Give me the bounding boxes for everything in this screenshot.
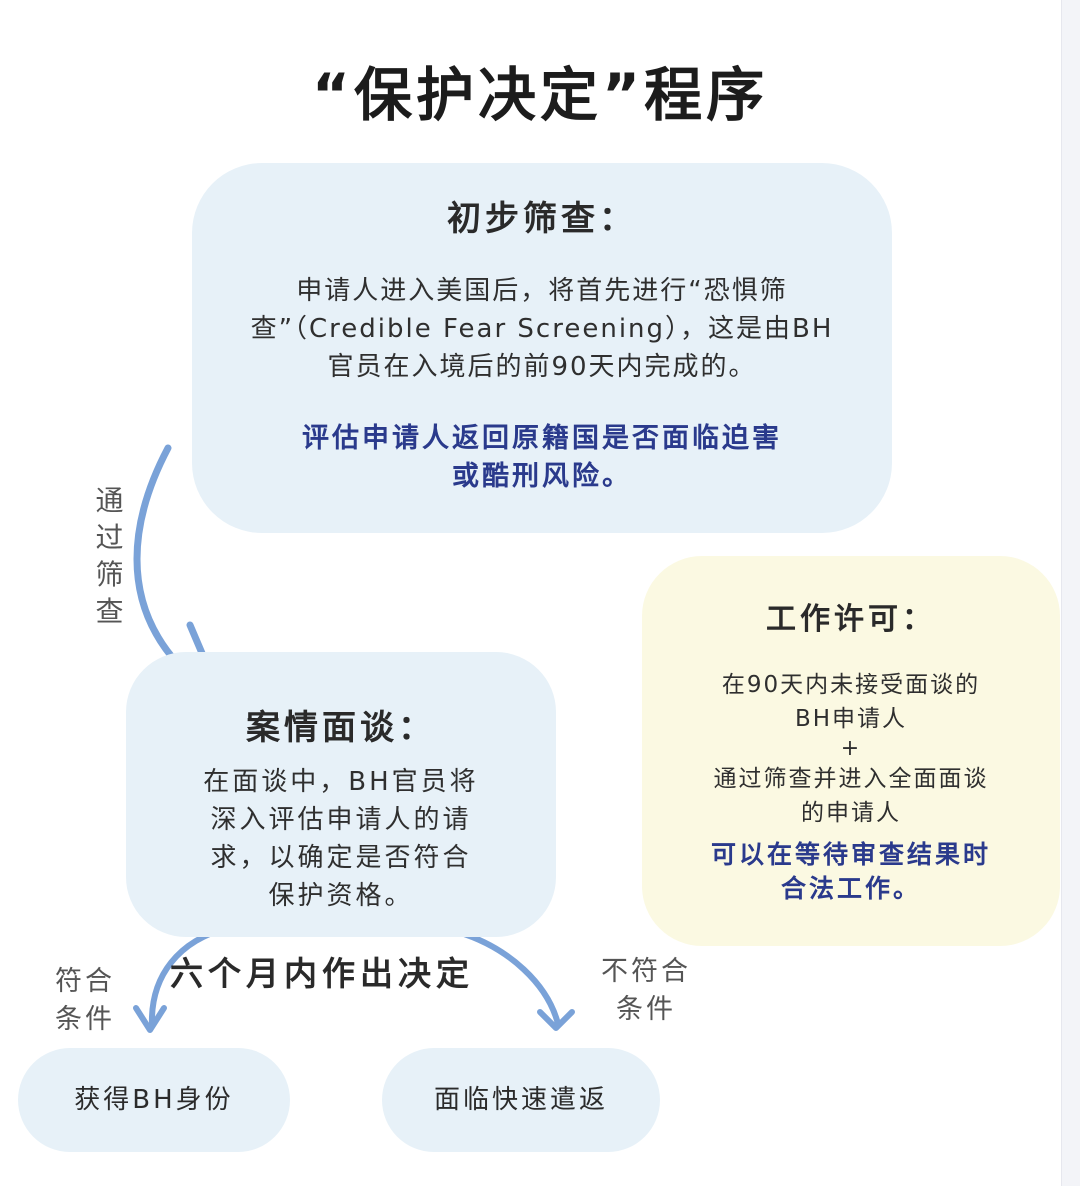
- page-edge-strip: [1061, 0, 1080, 1186]
- interview-body-line: 保护资格。: [268, 881, 414, 911]
- qualify-label-line: 符合: [55, 966, 115, 997]
- interview-title: 案情面谈：: [246, 708, 436, 748]
- screening-title: 初步筛查：: [447, 199, 637, 239]
- work-permit-title: 工作许可：: [766, 602, 936, 637]
- screening-body: 申请人进入美国后，将首先进行“恐惧筛 查”（Credible Fear Scre…: [232, 272, 852, 386]
- screening-box: 初步筛查： 申请人进入美国后，将首先进行“恐惧筛 查”（Credible Fea…: [192, 163, 892, 533]
- pass-screening-label: 通 过 筛 查: [94, 482, 128, 630]
- screening-body-line: 查”（Credible Fear Screening），这是由BH: [250, 314, 834, 344]
- work-permit-box: 工作许可： 在90天内未接受面谈的 BH申请人 + 通过筛查并进入全面面谈 的申…: [642, 556, 1060, 946]
- outcome-granted-box: 获得BH身份: [18, 1048, 290, 1152]
- pass-label-char: 查: [95, 595, 127, 628]
- arrow-interview-to-removal: [455, 929, 561, 1027]
- not-qualify-label-line: 不符合: [601, 956, 691, 987]
- page-title: “保护决定”程序: [311, 61, 769, 129]
- work-permit-line: 在90天内未接受面谈的: [721, 672, 981, 698]
- outcome-removal-box: 面临快速遣返: [382, 1048, 660, 1152]
- work-permit-line: BH申请人: [794, 706, 908, 732]
- work-permit-highlight: 可以在等待审查结果时 合法工作。: [672, 838, 1030, 906]
- arrowhead-interview-to-removal: [537, 1009, 575, 1031]
- work-permit-line: 通过筛查并进入全面面谈: [713, 766, 989, 792]
- screening-highlight-line: 或酷刑风险。: [452, 461, 632, 492]
- not-qualify-label: 不符合 条件: [596, 953, 696, 1029]
- interview-body-line: 深入评估申请人的请: [210, 805, 472, 835]
- qualify-label-line: 条件: [55, 1004, 115, 1035]
- work-permit-line: 的申请人: [801, 800, 901, 826]
- interview-body-line: 求，以确定是否符合: [210, 843, 472, 873]
- outcome-removal-text: 面临快速遣返: [433, 1085, 608, 1115]
- pass-label-char: 筛: [95, 558, 127, 591]
- arrow-screening-to-interview: [133, 444, 182, 668]
- screening-body-line: 申请人进入美国后，将首先进行“恐惧筛: [296, 276, 788, 306]
- outcome-granted-text: 获得BH身份: [74, 1085, 234, 1115]
- arrowhead-interview-to-granted: [133, 1005, 167, 1033]
- plus-sign: +: [840, 736, 862, 761]
- pass-label-char: 过: [95, 521, 127, 554]
- interview-box: 案情面谈： 在面谈中，BH官员将 深入评估申请人的请 求，以确定是否符合 保护资…: [126, 652, 556, 937]
- qualify-label: 符合 条件: [50, 963, 120, 1039]
- work-permit-body: 在90天内未接受面谈的 BH申请人 + 通过筛查并进入全面面谈 的申请人: [662, 668, 1040, 830]
- screening-highlight: 评估申请人返回原籍国是否面临迫害 或酷刑风险。: [252, 420, 832, 496]
- screening-body-line: 官员在入境后的前90天内完成的。: [327, 352, 757, 382]
- pass-label-char: 通: [95, 484, 127, 517]
- interview-body-line: 在面谈中，BH官员将: [203, 767, 479, 797]
- work-permit-highlight-line: 可以在等待审查结果时: [710, 840, 991, 869]
- interview-body: 在面谈中，BH官员将 深入评估申请人的请 求，以确定是否符合 保护资格。: [176, 763, 506, 915]
- screening-highlight-line: 评估申请人返回原籍国是否面临迫害: [302, 423, 782, 454]
- decision-timeframe-label: 六个月内作出决定: [170, 954, 474, 993]
- work-permit-highlight-line: 合法工作。: [780, 874, 921, 903]
- not-qualify-label-line: 条件: [616, 994, 676, 1025]
